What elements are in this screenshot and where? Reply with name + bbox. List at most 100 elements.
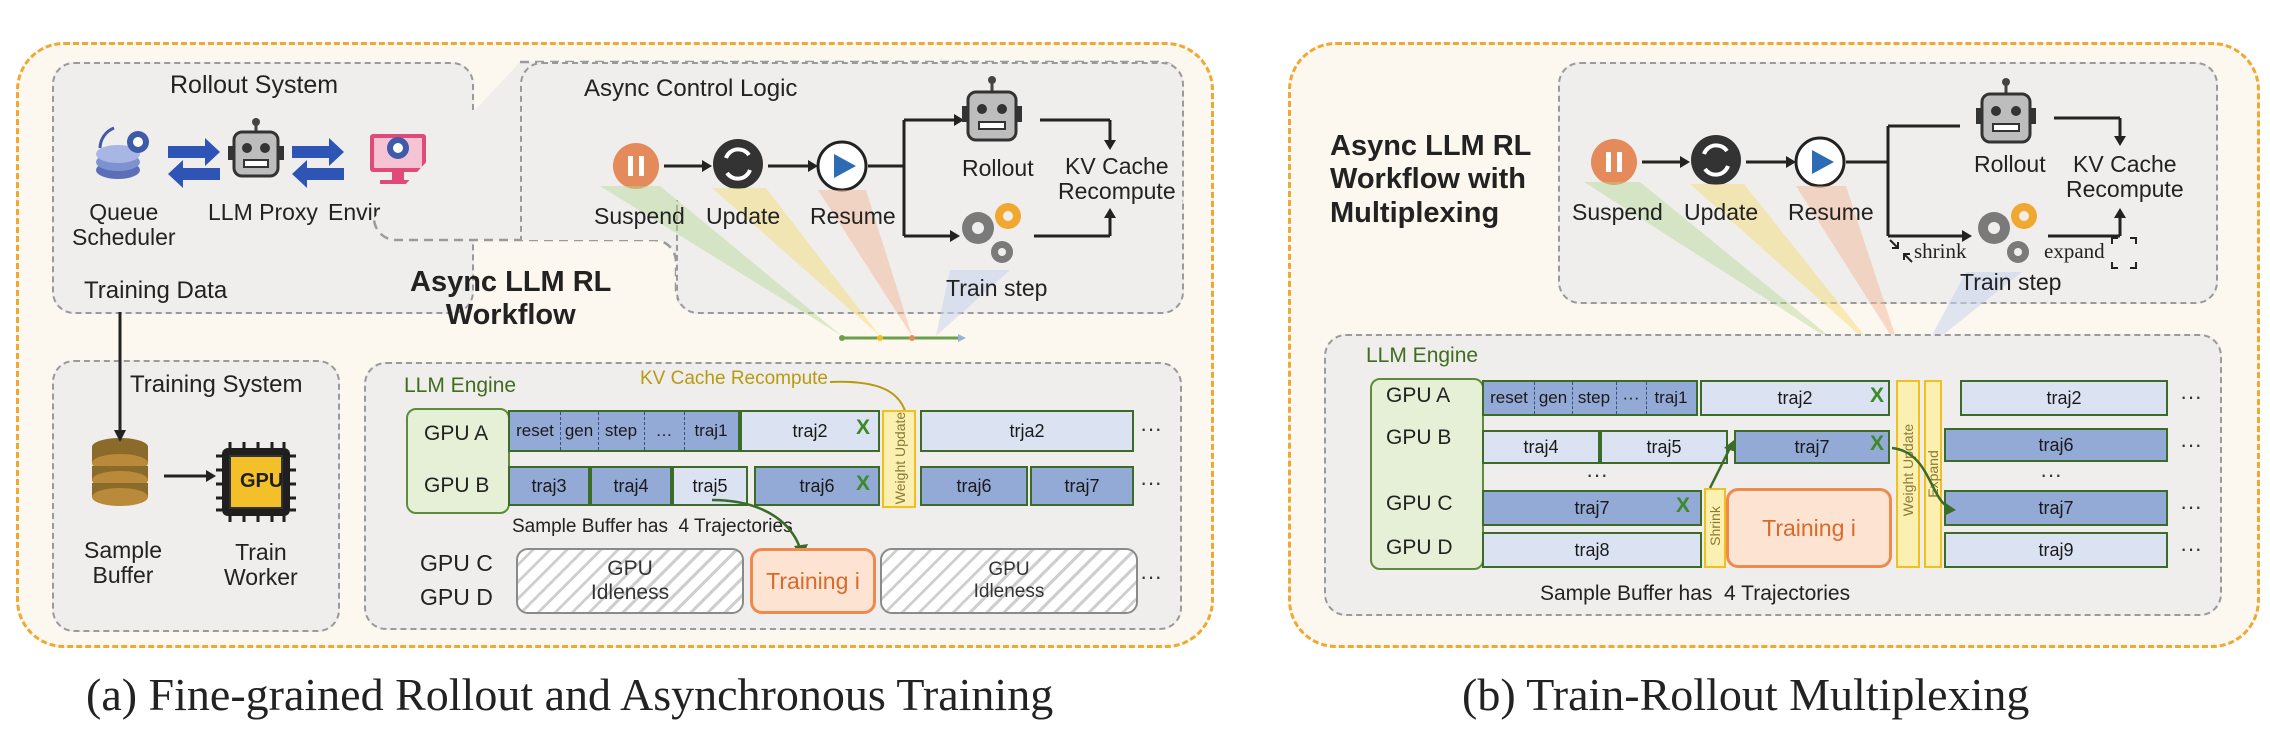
row-d-after-b: traj9 [1944, 532, 2168, 568]
sub-reset-b: reset [1484, 382, 1535, 414]
gpu-d-label-a: GPU D [420, 584, 493, 610]
llm-proxy-label: LLM Proxy [208, 199, 318, 225]
workflow-title-b: Async LLM RL Workflow with Multiplexing [1330, 130, 1532, 229]
row-b-after-b: traj6 [1944, 428, 2168, 462]
shrink-bar-b [1704, 488, 1726, 568]
kv-cache-label: KV Cache Recompute [1058, 153, 1176, 205]
row-c-after-b: traj7 [1944, 490, 2168, 526]
row-a-phase1: reset gen step … traj1 [508, 410, 740, 452]
gpu-b-label-a: GPU B [424, 474, 490, 497]
gpu-a-label-b: GPU A [1386, 384, 1451, 407]
row-d-traj8-b: traj8 [1482, 532, 1702, 568]
environment-icon [370, 134, 426, 184]
gpu-c-label-a: GPU C [420, 550, 493, 576]
row-b-traj5: traj5 [672, 466, 748, 506]
gpu-chip-icon [216, 442, 296, 522]
llm-engine-label-a: LLM Engine [404, 374, 517, 397]
x-mark-a1: X [856, 416, 871, 439]
sub-step-b: step [1572, 382, 1617, 414]
llm-engine-label-b: LLM Engine [1366, 344, 1479, 367]
sub-step: step [598, 412, 645, 450]
train-step-label: Train step [946, 275, 1048, 301]
gpu-b-label-b: GPU B [1386, 426, 1452, 449]
update-label: Update [706, 203, 781, 229]
queue-scheduler-icon [96, 126, 149, 179]
sample-buffer-label: Sample Buffer [84, 537, 162, 589]
dots-a3: ··· [1140, 564, 1162, 589]
sub-gen-b: gen [1534, 382, 1573, 414]
gpu-ab-box-a [406, 408, 510, 514]
train-step-label-b: Train step [1960, 269, 2062, 295]
dots-b1: ··· [2180, 384, 2202, 409]
row-a-after-b: traj2 [1960, 380, 2168, 416]
weight-update-bar-a [882, 410, 916, 508]
x-mark-b2: X [1870, 432, 1885, 455]
training-block-b: Training i [1726, 488, 1892, 568]
row-a-after: trja2 [920, 410, 1134, 452]
database-icon [92, 438, 148, 506]
robot-icon [228, 118, 284, 178]
caption-b: (b) Train-Rollout Multiplexing [1462, 669, 2030, 720]
training-data-label: Training Data [84, 277, 228, 304]
training-block-a: Training i [750, 548, 876, 614]
shrink-icon [1889, 239, 1913, 263]
async-control-title: Async Control Logic [584, 75, 798, 102]
gpu-d-label-b: GPU D [1386, 536, 1453, 559]
rollout-label: Rollout [962, 155, 1034, 181]
x-mark-b3: X [1676, 494, 1691, 517]
workflow-title-a: Async LLM RL Workflow [410, 266, 612, 332]
row-b-traj7: traj7 [1030, 466, 1134, 506]
dots-b4: ··· [2180, 536, 2202, 561]
kv-cache-label-b: KV Cache Recompute [2066, 151, 2184, 203]
update-label-b: Update [1684, 199, 1759, 225]
row-a-traj2: traj2 [740, 410, 880, 452]
sub-dots: … [644, 412, 685, 450]
sub-reset: reset [510, 412, 561, 450]
gpu-box-b [1370, 378, 1484, 570]
dots-b2: ··· [2180, 432, 2202, 457]
gpu-c-label-b: GPU C [1386, 492, 1453, 515]
row-b-traj6: traj6 [754, 466, 880, 506]
gpu-chip-text: GPU [240, 470, 284, 492]
resume-label: Resume [810, 203, 896, 229]
resume-label-b: Resume [1788, 199, 1874, 225]
vdots-b1: ··· [1586, 462, 1608, 487]
gpu-idleness-1: GPU Idleness [516, 548, 744, 614]
sub-traj1-b: traj1 [1654, 388, 1688, 407]
rollout-label-b: Rollout [1974, 151, 2046, 177]
x-mark-b1: X [1870, 384, 1885, 407]
dots-a2: ··· [1140, 470, 1162, 495]
vdots-b2: ··· [2040, 462, 2062, 487]
sample-buffer-note-a: Sample Buffer has 4 Trajectories [512, 516, 793, 537]
dots-b3: ··· [2180, 494, 2202, 519]
kv-recompute-note: KV Cache Recompute [640, 368, 828, 389]
row-a-traj2-b: traj2 [1700, 380, 1890, 416]
row-b-traj3: traj3 [508, 466, 590, 506]
row-a-phase1-b: reset gen step ··· traj1 [1482, 380, 1698, 416]
weight-update-bar-b [1896, 380, 1920, 568]
row-b-traj4-b: traj4 [1482, 430, 1600, 464]
row-b-traj6b: traj6 [920, 466, 1028, 506]
gpu-idleness-2: GPU Idleness [880, 548, 1138, 614]
dots-a1: ··· [1140, 416, 1162, 441]
caption-a: (a) Fine-grained Rollout and Asynchronou… [86, 669, 1054, 720]
expand-icon [2111, 237, 2137, 269]
gpu-a-label-a: GPU A [424, 422, 489, 445]
row-c-traj7-b: traj7 [1482, 490, 1702, 526]
row-b-traj5-b: traj5 [1600, 430, 1728, 464]
sub-dots-b: ··· [1616, 382, 1647, 414]
expand-label: expand [2044, 239, 2105, 263]
sub-traj1: traj1 [694, 421, 728, 440]
x-mark-a2: X [856, 472, 871, 495]
train-worker-label: Train Worker [224, 539, 298, 591]
double-arrow-icon [168, 138, 344, 188]
sample-buffer-note-b: Sample Buffer has 4 Trajectories [1540, 582, 1851, 605]
training-system-title: Training System [130, 371, 303, 398]
